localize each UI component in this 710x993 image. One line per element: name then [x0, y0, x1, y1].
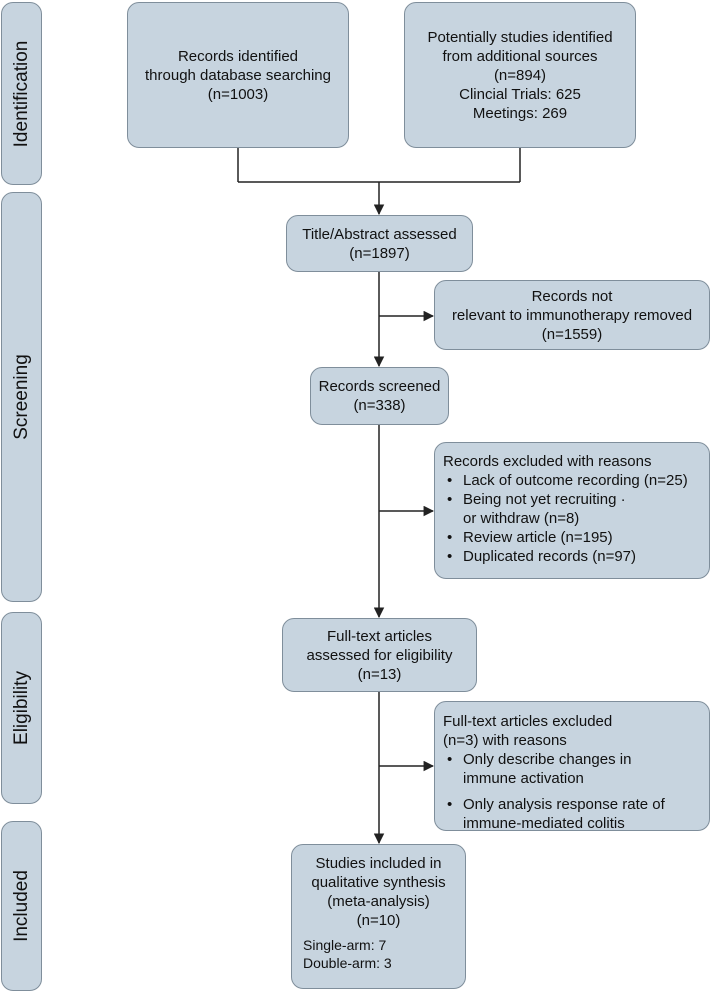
stage-eligibility: Eligibility [1, 612, 42, 804]
records-screened-label: Records screened [318, 378, 441, 395]
studies-included-box: Studies included in qualitative synthesi… [291, 844, 466, 989]
excluded-reason-continuation: or withdraw (n=8) [463, 510, 580, 527]
excluded-reason-item: Being not yet recruiting ·or withdraw (n… [443, 490, 703, 528]
database-line-1: Records identified [177, 47, 299, 65]
fulltext-excluded-item: Only analysis response rate ofimmune-med… [443, 795, 703, 833]
fulltext-excluded-heading-2: (n=3) with reasons [443, 732, 567, 749]
fulltext-count: (n=13) [357, 665, 402, 683]
title-abstract-label: Title/Abstract assessed [302, 225, 457, 243]
fulltext-line-2: assessed for eligibility [306, 646, 453, 664]
included-single-arm: Single-arm: 7 [303, 937, 387, 953]
included-line-1: Studies included in [315, 855, 442, 872]
additional-line-1: Potentially studies identified [427, 28, 613, 46]
stage-included: Included [1, 821, 42, 991]
studies-included-breakdown: Single-arm: 7 Double-arm: 3 [292, 936, 465, 972]
included-line-2: qualitative synthesis [311, 874, 446, 891]
excluded-reasons-list: Lack of outcome recording (n=25) Being n… [443, 471, 703, 566]
included-double-arm: Double-arm: 3 [303, 955, 392, 971]
additional-clinical-trials: Clincial Trials: 625 [459, 85, 581, 103]
excluded-reason-item: Duplicated records (n=97) [443, 547, 703, 566]
title-abstract-count: (n=1897) [349, 244, 410, 262]
not-relevant-count: (n=1559) [541, 325, 603, 343]
stage-screening: Screening [1, 192, 42, 602]
studies-included-summary: Studies included in qualitative synthesi… [292, 854, 465, 930]
fulltext-excluded-box: Full-text articles excluded (n=3) with r… [434, 701, 710, 833]
not-relevant-box: Records not relevant to immunotherapy re… [434, 280, 710, 350]
included-line-3: (meta-analysis) [327, 893, 430, 910]
excluded-reason-item: Review article (n=195) [443, 528, 703, 547]
fulltext-assessed-box: Full-text articles assessed for eligibil… [282, 618, 477, 692]
additional-meetings: Meetings: 269 [472, 104, 568, 122]
database-records-box: Records identified through database sear… [127, 2, 349, 148]
fulltext-excluded-heading-1: Full-text articles excluded [443, 713, 613, 730]
not-relevant-line-2: relevant to immunotherapy removed [451, 306, 693, 324]
additional-sources-box: Potentially studies identified from addi… [404, 2, 636, 148]
excluded-reason-item: Lack of outcome recording (n=25) [443, 471, 703, 490]
excluded-reasons-heading: Records excluded with reasons [443, 453, 652, 470]
records-screened-count: (n=338) [353, 397, 406, 414]
title-abstract-box: Title/Abstract assessed (n=1897) [286, 215, 473, 272]
database-count: (n=1003) [207, 85, 269, 103]
fulltext-line-1: Full-text articles [326, 627, 433, 645]
not-relevant-line-1: Records not [531, 287, 613, 305]
database-line-2: through database searching [145, 66, 331, 84]
records-screened-box: Records screened (n=338) [310, 367, 449, 425]
stage-identification: Identification [1, 2, 42, 185]
excluded-reasons-box: Records excluded with reasons Lack of ou… [434, 442, 710, 579]
additional-line-2: from additional sources [442, 47, 598, 65]
included-count: (n=10) [356, 912, 401, 929]
additional-count: (n=894) [493, 66, 547, 84]
